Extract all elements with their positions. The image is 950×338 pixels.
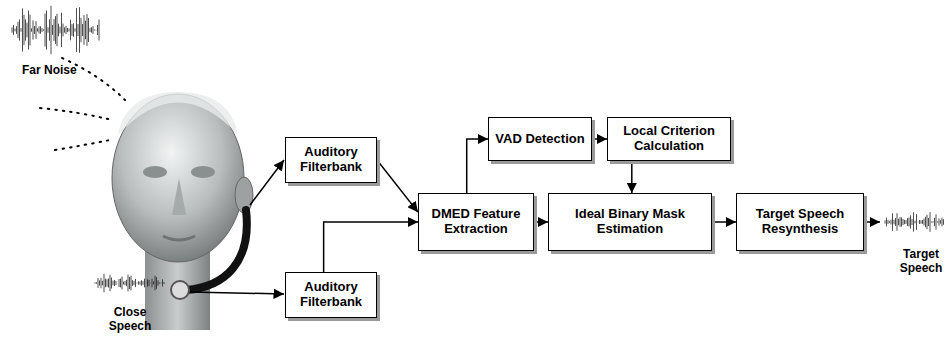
box-label: DMED Feature Extraction xyxy=(419,204,533,240)
box-label: Ideal Binary Mask Estimation xyxy=(549,204,711,240)
flow-arrow xyxy=(467,139,488,193)
eye xyxy=(191,166,215,178)
flow-arrow xyxy=(377,160,418,212)
box-label: Target Speech Resynthesis xyxy=(737,204,863,240)
signal-label: Close Speech xyxy=(100,306,160,334)
waveform xyxy=(95,274,164,293)
mic-boom xyxy=(186,210,247,290)
nose xyxy=(172,178,186,215)
process-box: Auditory Filterbank xyxy=(285,272,377,318)
box-label: Local Criterion Calculation xyxy=(608,121,730,157)
output-arrow xyxy=(863,221,880,223)
waveforms xyxy=(12,6,944,293)
process-box: Local Criterion Calculation xyxy=(607,117,731,161)
signal-label: Far Noise xyxy=(22,64,102,78)
microphone xyxy=(171,281,189,299)
waveform xyxy=(12,6,99,54)
process-box: Ideal Binary Mask Estimation xyxy=(548,193,712,251)
mic-signal xyxy=(190,292,284,294)
box-label: Auditory Filterbank xyxy=(286,142,376,178)
waveform xyxy=(885,212,944,232)
process-box: VAD Detection xyxy=(488,117,592,161)
flow-arrow xyxy=(324,222,418,272)
mouth xyxy=(163,236,195,240)
flow-arrow xyxy=(712,221,736,223)
process-box: Target Speech Resynthesis xyxy=(736,193,864,251)
ear-signal xyxy=(250,160,284,205)
flow-arrow xyxy=(534,221,548,223)
box-label: VAD Detection xyxy=(489,129,590,150)
signal-label: Target Speech xyxy=(896,248,946,276)
process-box: DMED Feature Extraction xyxy=(418,193,534,251)
eye xyxy=(143,166,167,178)
process-box: Auditory Filterbank xyxy=(285,137,377,183)
flow-arrow xyxy=(631,161,633,193)
flow-arrow xyxy=(592,138,607,140)
box-label: Auditory Filterbank xyxy=(286,277,376,313)
